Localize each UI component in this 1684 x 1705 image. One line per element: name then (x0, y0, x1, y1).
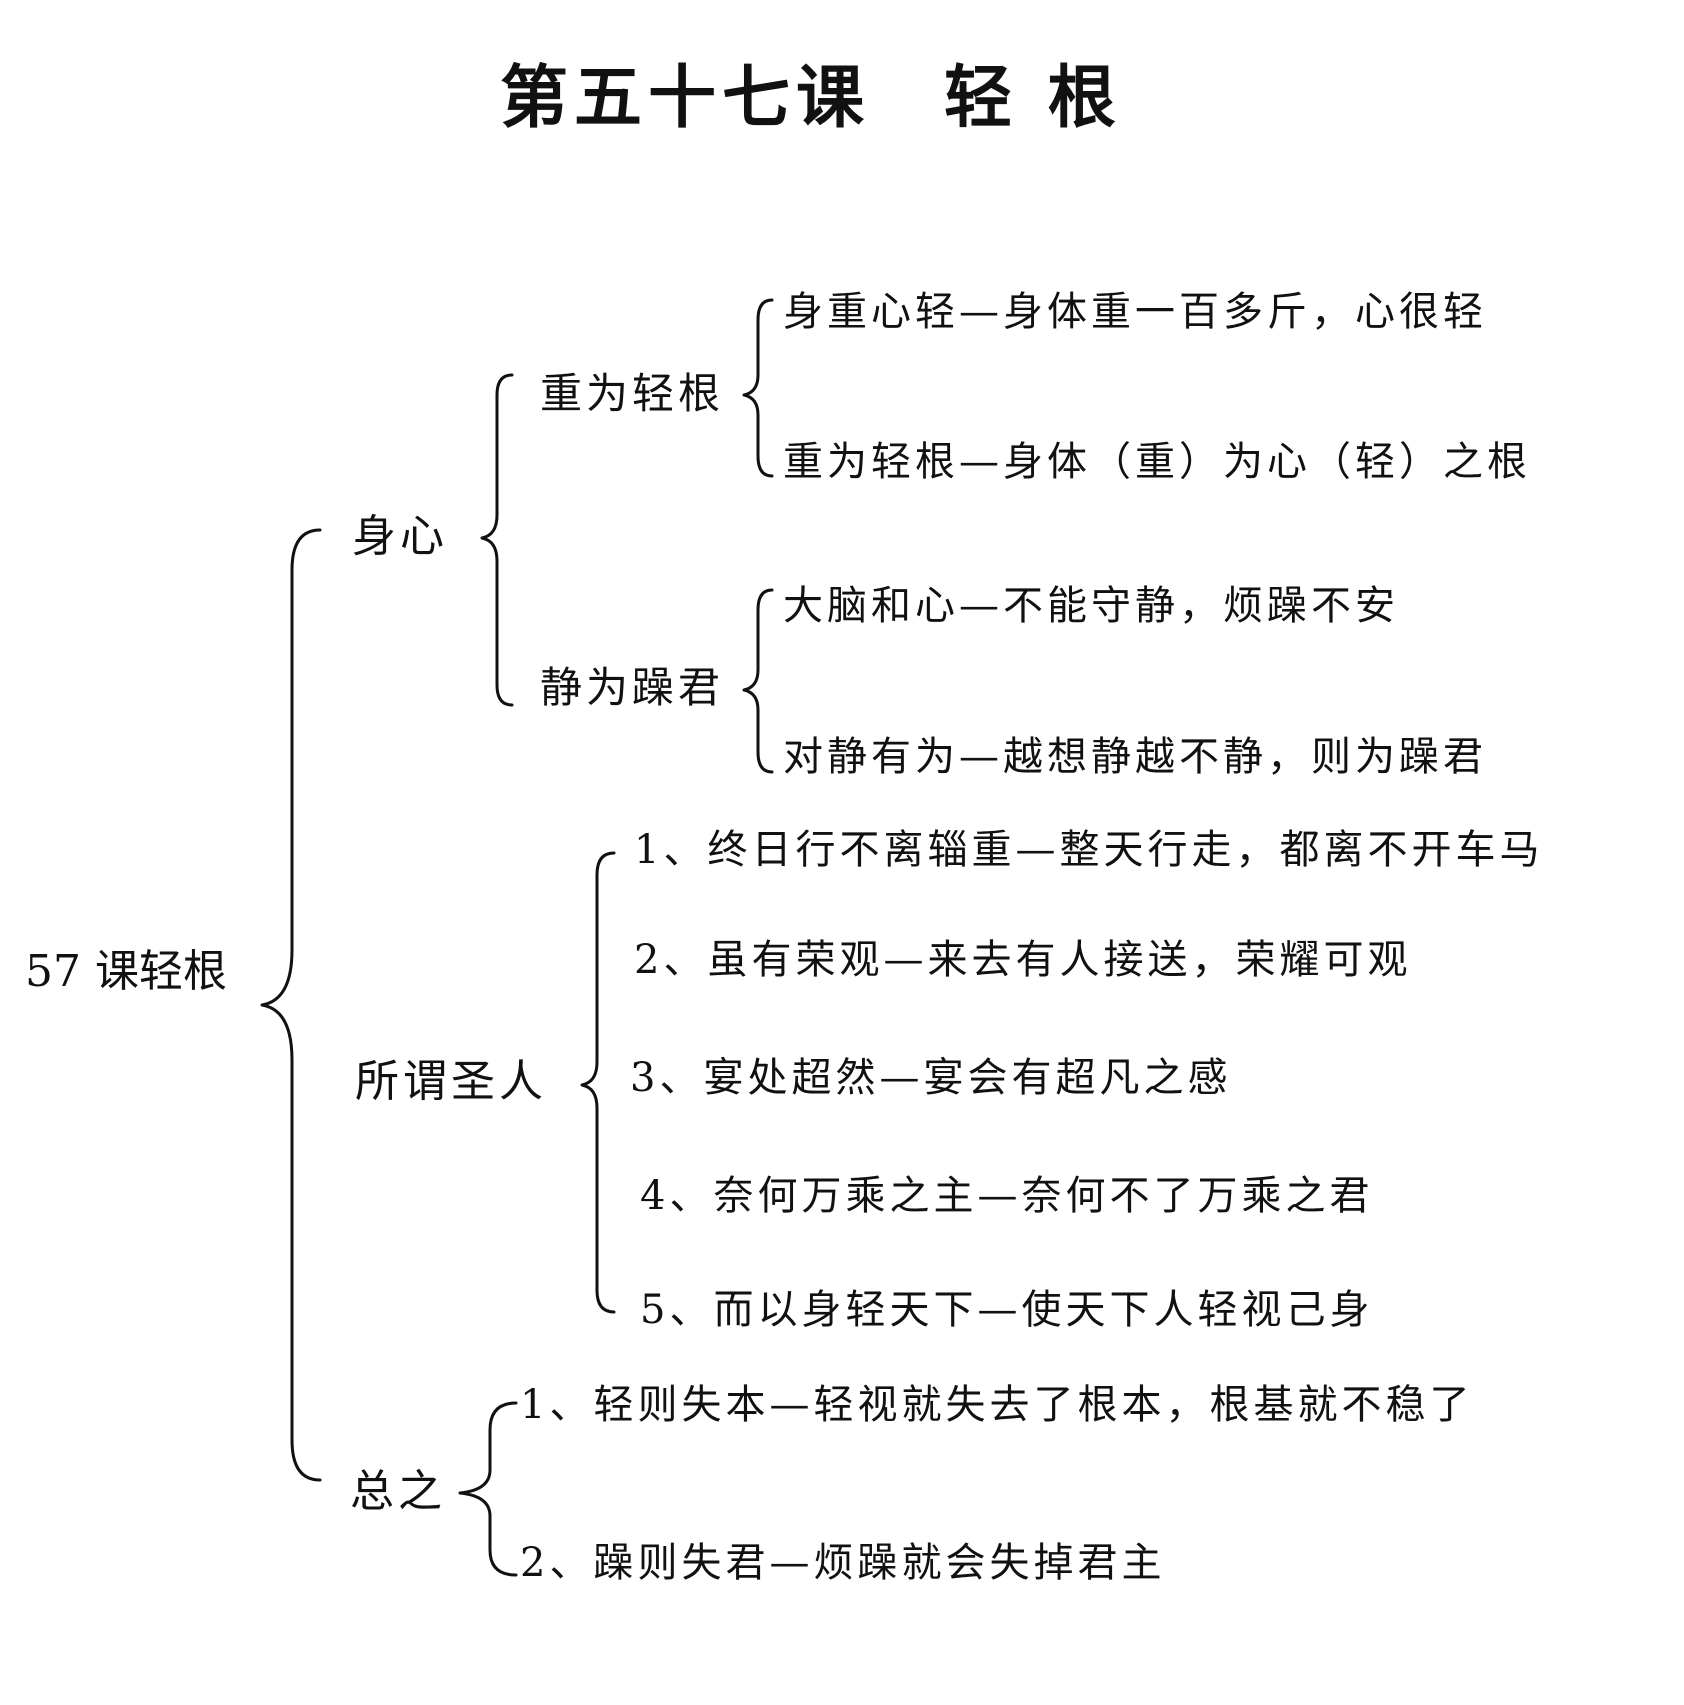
shenxin-brace (480, 373, 514, 707)
node-zhong-wei-qing-gen: 重为轻根 (540, 369, 725, 418)
leaf-shengren-2: 2、虽有荣观—来去有人接送，荣耀可观 (634, 937, 1412, 983)
leaf-shengren-5: 5、而以身轻天下—使天下人轻视己身 (640, 1287, 1374, 1333)
leaf-jing-2: 对静有为—越想静越不静，则为躁君 (783, 734, 1487, 780)
zhong-brace (742, 298, 774, 478)
root-brace (260, 528, 322, 1482)
page-title: 第五十七课 轻 根 (500, 58, 1122, 138)
zongzhi-brace (458, 1401, 518, 1577)
root-node: 57 课轻根 (25, 946, 227, 997)
leaf-zongzhi-2: 2、躁则失君—烦躁就会失掉君主 (520, 1540, 1166, 1586)
jing-brace (742, 588, 774, 774)
branch-shengren: 所谓圣人 (355, 1056, 547, 1107)
leaf-shengren-4: 4、奈何万乘之主—奈何不了万乘之君 (640, 1173, 1374, 1219)
shengren-brace (580, 851, 616, 1314)
node-jing-wei-zao-jun: 静为躁君 (540, 663, 725, 712)
leaf-zongzhi-1: 1、轻则失本—轻视就失去了根本，根基就不稳了 (520, 1382, 1474, 1428)
leaf-jing-1: 大脑和心—不能守静，烦躁不安 (783, 583, 1399, 629)
leaf-zhong-1: 身重心轻—身体重一百多斤，心很轻 (783, 289, 1487, 335)
branch-shenxin: 身心 (352, 511, 448, 562)
leaf-zhong-2: 重为轻根—身体（重）为心（轻）之根 (783, 439, 1531, 485)
leaf-shengren-3: 3、宴处超然—宴会有超凡之感 (630, 1055, 1232, 1101)
branch-zongzhi: 总之 (350, 1466, 446, 1517)
leaf-shengren-1: 1、终日行不离辎重—整天行走，都离不开车马 (634, 827, 1544, 873)
